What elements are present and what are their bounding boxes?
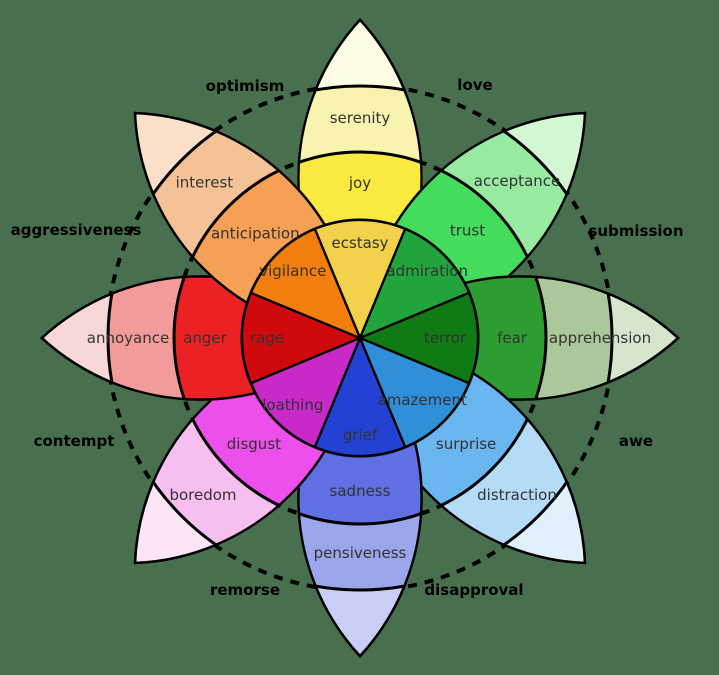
center-wedge-amazement xyxy=(357,335,471,449)
petal-outer-segment xyxy=(360,275,614,401)
center-wedge-ecstasy xyxy=(313,218,407,342)
emotion-label-acceptance: acceptance xyxy=(474,172,561,190)
emotion-label-pensiveness: pensiveness xyxy=(314,544,407,562)
center-wedge-rage xyxy=(240,291,364,385)
petal-outer-segment xyxy=(106,275,360,401)
emotion-label-annoyance: annoyance xyxy=(87,329,169,347)
emotion-label-disgust: disgust xyxy=(227,435,281,453)
dyad-label-submission: submission xyxy=(588,222,683,240)
emotion-label-sadness: sadness xyxy=(330,482,391,500)
emotion-label-loathing: loathing xyxy=(262,396,323,414)
petal-mid-segment xyxy=(172,275,360,401)
emotion-label-apprehension: apprehension xyxy=(549,329,651,347)
emotion-label-admiration: admiration xyxy=(386,262,468,280)
center-wedge-vigilance xyxy=(249,227,363,341)
center-wedge-grief xyxy=(313,334,407,458)
emotion-label-grief: grief xyxy=(343,426,378,444)
emotion-label-distraction: distraction xyxy=(477,486,557,504)
dyad-label-awe: awe xyxy=(619,432,653,450)
dyad-label-optimism: optimism xyxy=(206,77,285,95)
petal-outer-segment xyxy=(297,338,423,592)
petal-outer-segment xyxy=(297,84,423,338)
emotion-label-terror: terror xyxy=(424,329,467,347)
center-wedge-loathing xyxy=(249,335,363,449)
emotion-label-trust: trust xyxy=(450,222,485,240)
emotion-label-fear: fear xyxy=(497,329,528,347)
emotion-label-anger: anger xyxy=(183,329,227,347)
emotion-label-joy: joy xyxy=(348,174,371,192)
emotion-label-vigilance: vigilance xyxy=(259,262,326,280)
emotion-label-interest: interest xyxy=(176,173,234,191)
petal-mid-segment xyxy=(297,150,423,338)
center-wedge-admiration xyxy=(357,227,471,341)
dyad-label-contempt: contempt xyxy=(34,432,115,450)
emotion-label-boredom: boredom xyxy=(169,486,236,504)
petal-mid-segment xyxy=(297,338,423,526)
petal-mid-segment xyxy=(360,275,548,401)
emotion-label-ecstasy: ecstasy xyxy=(331,234,388,252)
dyad-label-aggressiveness: aggressiveness xyxy=(11,221,142,239)
emotion-label-rage: rage xyxy=(250,329,284,347)
dyad-label-remorse: remorse xyxy=(210,581,280,599)
dyad-label-disapproval: disapproval xyxy=(424,581,523,599)
center-wedge-terror xyxy=(356,291,480,385)
emotion-label-anticipation: anticipation xyxy=(211,224,300,242)
emotion-label-amazement: amazement xyxy=(378,391,467,409)
dyad-label-love: love xyxy=(457,76,492,94)
emotion-label-surprise: surprise xyxy=(436,435,496,453)
emotion-label-serenity: serenity xyxy=(330,109,391,127)
